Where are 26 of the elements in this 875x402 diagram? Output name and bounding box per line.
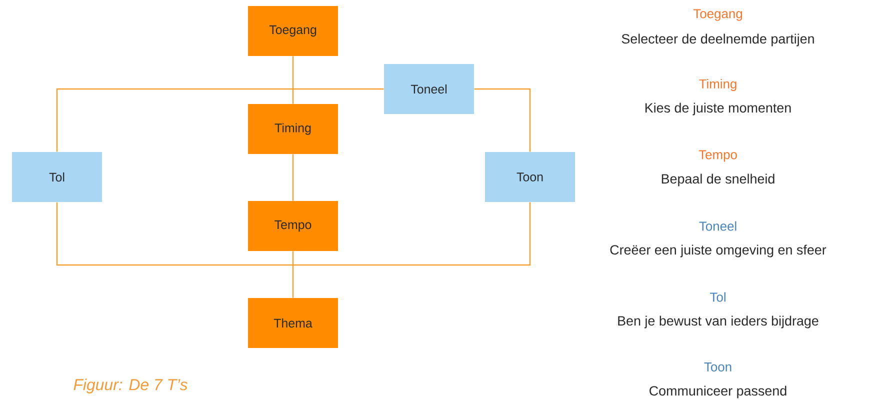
connector-line — [56, 202, 531, 266]
connector-line — [292, 56, 294, 104]
description-text: Kies de juiste momenten — [645, 102, 791, 116]
heading-text: Toegang — [693, 9, 742, 21]
connector-line — [292, 251, 294, 298]
process-box: Tempo — [248, 201, 338, 251]
connector-line — [56, 88, 384, 152]
heading-text: Timing — [699, 78, 736, 92]
heading-text: Tol — [710, 292, 726, 302]
heading-text: Tempo — [698, 150, 737, 162]
process-box: Tol — [12, 152, 102, 202]
process-box: Toneel — [384, 64, 474, 114]
process-box: Thema — [248, 298, 338, 348]
heading-text: Toneel — [699, 221, 736, 231]
connector-line — [292, 154, 294, 201]
caption: Figuur: De 7 T’s — [74, 378, 188, 394]
process-box: Toegang — [248, 6, 338, 56]
process-box: Timing — [248, 104, 338, 154]
connector-line — [474, 88, 531, 152]
description-text: Creëer een juiste omgeving en sfeer — [610, 244, 826, 258]
heading-text: Toon — [704, 362, 732, 372]
process-box: Toon — [485, 152, 575, 202]
description-text: Bepaal de snelheid — [662, 174, 774, 186]
description-text: Selecteer de deelnemde partijen — [622, 34, 814, 46]
description-text: Communiceer passend — [650, 386, 786, 398]
description-text: Ben je bewust van ieders bijdrage — [618, 316, 818, 328]
